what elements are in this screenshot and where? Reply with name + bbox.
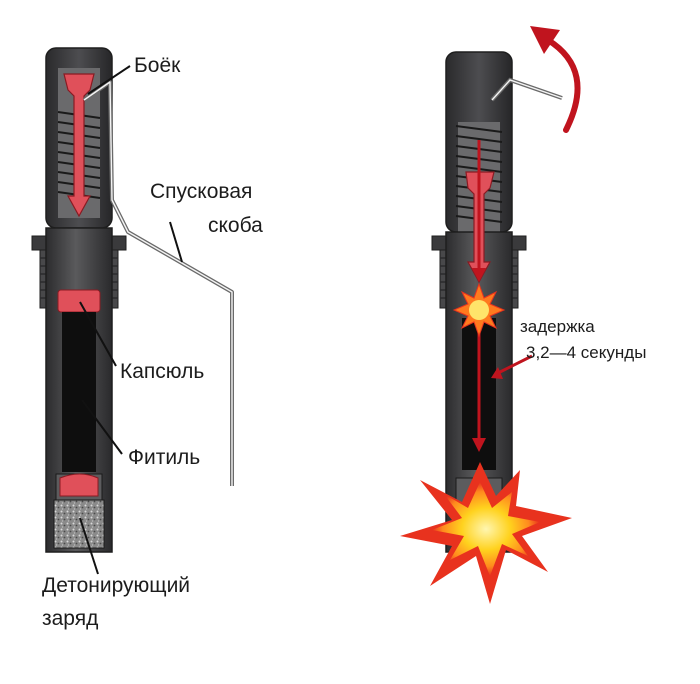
- left-primer: [57, 289, 101, 313]
- label-delay-1: задержка: [520, 317, 595, 336]
- label-striker: Боёк: [134, 54, 181, 77]
- striker-motion-arrow: [472, 140, 486, 282]
- curved-arrow-icon: [530, 26, 581, 133]
- explosion-burst-icon: [400, 462, 572, 604]
- left-detonating-charge: [53, 499, 105, 549]
- label-primer: Капсюль: [120, 360, 204, 383]
- label-detonator-1: Детонирующий: [42, 574, 190, 597]
- label-detonator-2: заряд: [42, 607, 98, 630]
- label-trigger-lever-1: Спусковая: [150, 180, 252, 203]
- left-fuse-cord: [62, 312, 96, 472]
- burn-direction-arrow: [472, 330, 486, 452]
- spark-burst-icon: [452, 282, 506, 338]
- label-fuse: Фитиль: [128, 446, 200, 469]
- delay-pointer-arrow: [491, 354, 533, 379]
- left-leader-lines: [79, 65, 183, 575]
- label-delay-2: 3,2—4 секунды: [526, 343, 646, 362]
- label-trigger-lever-2: скоба: [208, 214, 263, 237]
- left-striker: [63, 73, 95, 218]
